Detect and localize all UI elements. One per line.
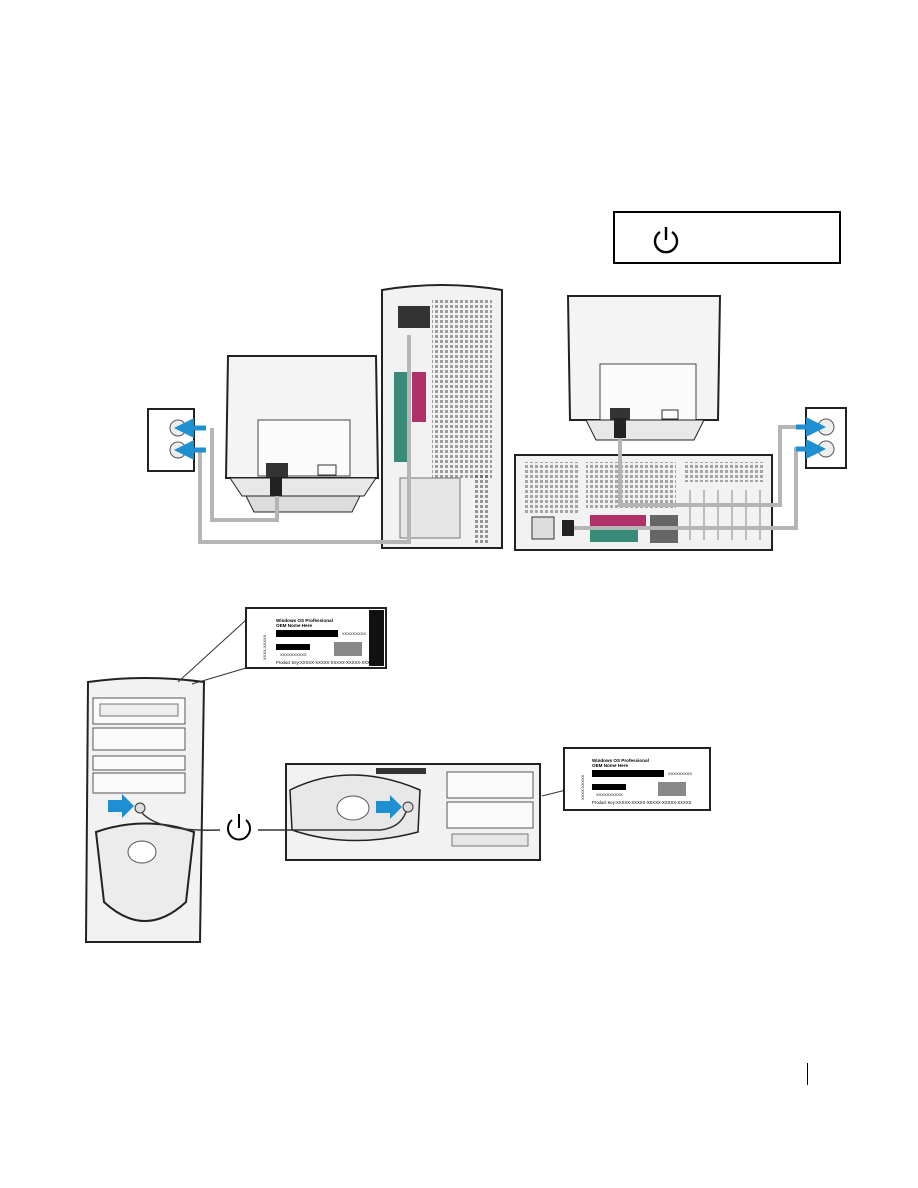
dell-logo-tower [127,840,157,864]
power-arrow-tower [108,794,134,818]
label-product-key-tower: Product Key: [276,660,300,665]
tower-power-button[interactable] [134,802,146,814]
wall-outlet-left [147,408,195,472]
power-arrow-desktop [376,795,402,819]
dell-logo-desktop [336,795,370,821]
power-legend-box [613,211,841,264]
power-icon [653,227,679,254]
power-cable-monitor-right [618,425,800,507]
monitor-rear-left [224,355,380,513]
label-side-code-desktop: XXXX-XXXXX [580,774,585,800]
power-symbol-center [227,814,251,841]
label-title-tower: Windows OS Professional [276,618,333,623]
label-short-code-tower: XXXXXXXXXX [280,652,307,657]
label-callout-desktop: Windows OS Professional OEM Nome Here XX… [563,747,711,811]
page-rule [807,1063,808,1085]
wall-outlet-right [805,407,847,469]
label-barcode-code-tower: XXXXXXXXX [342,631,366,636]
label-barcode-code-desktop: XXXXXXXXX [668,771,692,776]
label-product-key-value-desktop: XXXXX-XXXXX-XXXXX-XXXXX-XXXXX [616,800,692,805]
desktop-power-button[interactable] [402,801,414,813]
power-cable-tower [198,335,411,544]
label-short-code-desktop: XXXXXXXXXX [596,792,623,797]
label-title-desktop: Windows OS Professional [592,758,649,763]
tower-rear [381,284,503,549]
desktop-front [285,763,541,861]
tower-front [84,677,206,943]
monitor-rear-right [566,295,722,441]
label-side-code-tower: XXXX-XXXXX [262,634,267,660]
label-callout-tower: Windows OS Professional OEM Nome Here XX… [245,607,387,669]
label-subtitle-desktop: OEM Nome Here [592,763,628,768]
desktop-rear [514,454,773,551]
label-product-key-value-tower: XXXXX-XXXXX-XXXXX-XXXXX-XXXXX [300,660,376,665]
power-link-line [141,811,407,831]
label-product-key-desktop: Product Key: [592,800,616,805]
label-subtitle-tower: OEM Nome Here [276,623,312,628]
power-cable-monitor-left [210,428,279,522]
